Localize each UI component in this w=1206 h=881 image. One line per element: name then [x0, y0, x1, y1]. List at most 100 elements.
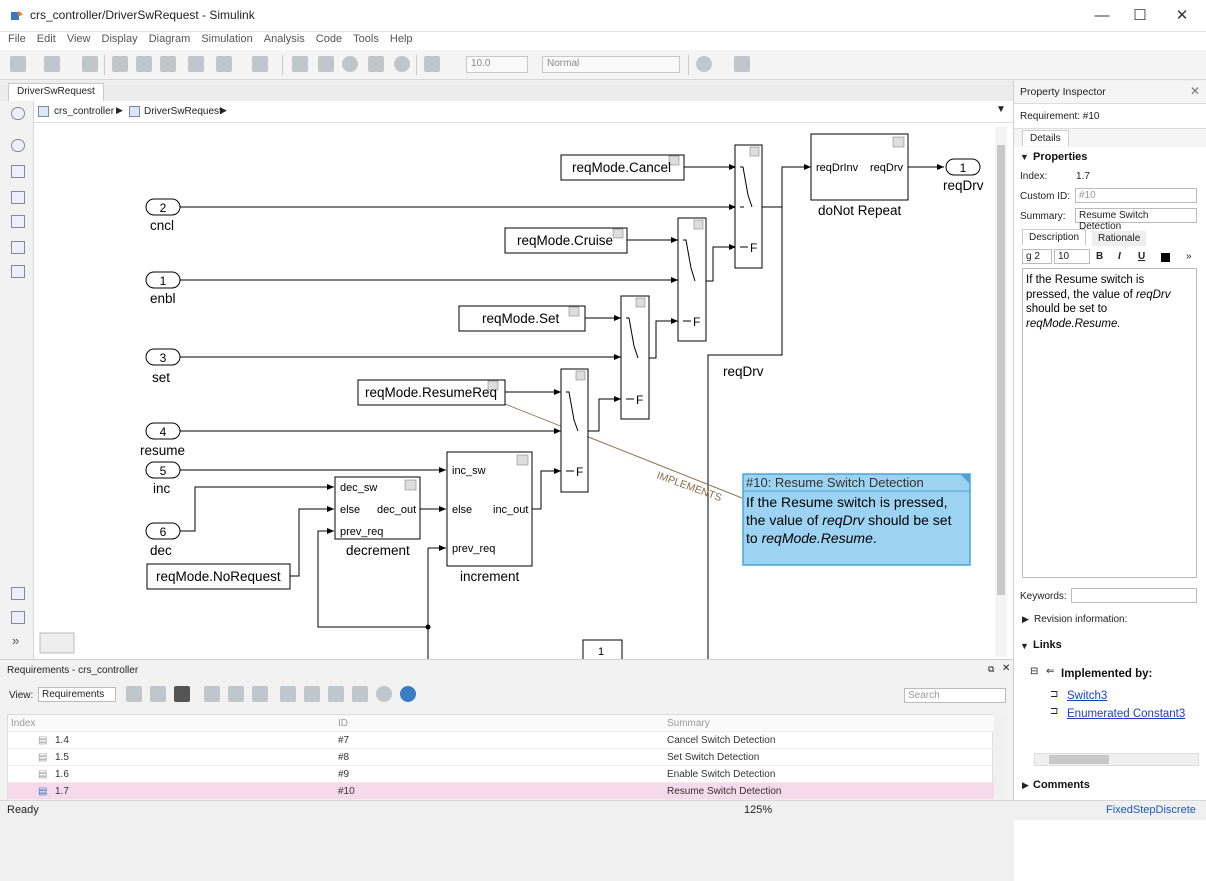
switch-block-4[interactable]: F — [560, 368, 589, 493]
pane-close-icon[interactable]: ✕ — [1002, 663, 1011, 674]
constant-block-resume[interactable]: reqMode.ResumeReq — [357, 379, 506, 406]
breadcrumb-dropdown-icon[interactable]: ▼ — [996, 104, 1006, 115]
switch-block-3[interactable]: F — [620, 295, 650, 420]
column-summary[interactable]: Summary — [667, 718, 710, 729]
menu-edit[interactable]: Edit — [36, 33, 56, 45]
save-icon[interactable] — [174, 686, 190, 702]
bold-icon[interactable]: B — [1096, 251, 1104, 262]
table-scrollbar[interactable] — [994, 715, 1006, 802]
camera-icon[interactable] — [11, 587, 25, 600]
text-color-icon[interactable] — [1161, 253, 1170, 262]
expand-chevron-icon[interactable]: ▶ — [1022, 780, 1029, 790]
table-row[interactable]: ▤ 1.6 #9 Enable Switch Detection — [8, 766, 994, 783]
menu-simulation[interactable]: Simulation — [201, 33, 253, 45]
breadcrumb-child[interactable]: DriverSwRequest — [144, 106, 222, 117]
switch-block-1[interactable]: F — [734, 144, 763, 269]
table-row[interactable]: ▤ 1.4 #7 Cancel Switch Detection — [8, 732, 994, 749]
view-select[interactable]: Requirements — [38, 687, 116, 702]
model-advisor-icon[interactable] — [696, 56, 712, 72]
inport-resume[interactable]: 4 resume — [140, 422, 185, 458]
model-config-icon[interactable] — [216, 56, 232, 72]
tab-details[interactable]: Details — [1022, 130, 1069, 146]
partial-block[interactable]: 1 — [582, 639, 623, 659]
build-icon[interactable] — [734, 56, 750, 72]
constant-block-norequest[interactable]: reqMode.NoRequest — [146, 563, 291, 590]
underline-icon[interactable]: U — [1138, 251, 1146, 262]
tab-description[interactable]: Description — [1022, 229, 1087, 245]
canvas-scrollbar-thumb[interactable] — [997, 145, 1005, 595]
run-icon[interactable] — [342, 56, 358, 72]
delete-icon[interactable] — [352, 686, 368, 702]
decrement-subsystem[interactable]: dec_sw else prev_req dec_out decrement — [334, 476, 421, 558]
add-child-icon[interactable] — [204, 686, 220, 702]
menu-file[interactable]: File — [8, 33, 26, 45]
summary-input[interactable]: Resume Switch Detection — [1075, 208, 1197, 232]
customid-input[interactable]: #10 — [1075, 188, 1197, 203]
settings-icon[interactable] — [376, 686, 392, 702]
model-browser-toggle-icon[interactable] — [39, 632, 75, 654]
more-tools-icon[interactable]: » — [1186, 251, 1192, 262]
minimize-button[interactable]: — — [1094, 7, 1110, 24]
menu-code[interactable]: Code — [315, 33, 343, 45]
menu-diagram[interactable]: Diagram — [148, 33, 191, 45]
keywords-input[interactable] — [1071, 588, 1197, 603]
add-requirement-icon[interactable] — [126, 686, 142, 702]
open-icon[interactable] — [44, 56, 60, 72]
stop-icon[interactable] — [394, 56, 410, 72]
font-face-select[interactable]: g 2 — [1022, 249, 1052, 264]
collapse-box-icon[interactable]: ⊟ — [1030, 666, 1039, 677]
inport-enbl[interactable]: 1 enbl — [145, 271, 181, 306]
save-icon[interactable] — [82, 56, 98, 72]
donotrepeat-subsystem[interactable]: reqDrInv reqDrv doNot Repeat — [810, 133, 909, 218]
up-arrow-icon[interactable] — [160, 56, 176, 72]
column-index[interactable]: Index — [11, 718, 36, 729]
promote-icon[interactable] — [228, 686, 244, 702]
table-row-selected[interactable]: ▤ 1.7 #10 Resume Switch Detection — [8, 783, 994, 800]
solver-link[interactable]: FixedStepDiscrete — [1106, 804, 1196, 816]
inspector-close-icon[interactable]: ✕ — [1190, 84, 1201, 98]
hide-explorer-icon[interactable] — [11, 107, 25, 120]
font-size-select[interactable]: 10 — [1054, 249, 1090, 264]
new-model-icon[interactable] — [10, 56, 26, 72]
links-hscrollbar[interactable] — [1034, 753, 1199, 766]
forward-arrow-icon[interactable] — [136, 56, 152, 72]
model-canvas[interactable]: IMPLEMENTS reqMode.Cancel reqMode.Cruise… — [34, 123, 1013, 659]
stop-time-input[interactable]: 10.0 — [466, 56, 528, 73]
collapse-chevron-icon[interactable]: ▼ — [1020, 641, 1029, 651]
cut-icon[interactable] — [280, 686, 296, 702]
constant-block-cancel[interactable]: reqMode.Cancel — [560, 154, 685, 181]
expand-chevron-icon[interactable]: » — [12, 633, 20, 648]
link-enumerated-constant3[interactable]: Enumerated Constant3 — [1067, 708, 1186, 720]
library-browser-icon[interactable] — [188, 56, 204, 72]
description-editor[interactable]: If the Resume switch is pressed, the val… — [1022, 268, 1197, 578]
breadcrumb-root[interactable]: crs_controller — [54, 106, 115, 117]
requirement-callout[interactable]: #10: Resume Switch Detection If the Resu… — [742, 473, 971, 566]
undock-icon[interactable]: ⧉ — [988, 664, 995, 674]
table-row[interactable]: ▤ 1.5 #8 Set Switch Detection — [8, 749, 994, 766]
inport-cncl[interactable]: 2 cncl — [145, 198, 181, 233]
italic-icon[interactable]: I — [1118, 251, 1121, 262]
scope-icon[interactable] — [424, 56, 440, 72]
outport-reqdrv[interactable]: 1 reqDrv — [943, 158, 984, 193]
image-icon[interactable] — [11, 241, 25, 254]
constant-block-cruise[interactable]: reqMode.Cruise — [504, 227, 628, 254]
menu-help[interactable]: Help — [389, 33, 413, 45]
copy-icon[interactable] — [304, 686, 320, 702]
step-forward-icon[interactable] — [368, 56, 384, 72]
tab-driverswrequest[interactable]: DriverSwRequest — [8, 83, 104, 101]
demote-icon[interactable] — [252, 686, 268, 702]
annotation-icon[interactable] — [11, 215, 25, 228]
model-browser-icon[interactable] — [11, 611, 25, 624]
menu-tools[interactable]: Tools — [353, 33, 379, 45]
collapse-chevron-icon[interactable]: ▼ — [1020, 152, 1029, 162]
menu-analysis[interactable]: Analysis — [263, 33, 305, 45]
step-back-one-icon[interactable] — [318, 56, 334, 72]
arrow-icon[interactable] — [11, 191, 25, 204]
menu-view[interactable]: View — [66, 33, 91, 45]
tab-rationale[interactable]: Rationale — [1092, 231, 1147, 246]
requirements-search-input[interactable]: Search — [904, 688, 1006, 703]
zoom-icon[interactable] — [11, 139, 25, 152]
inport-dec[interactable]: 6 dec — [145, 522, 181, 558]
open-folder-icon[interactable] — [150, 686, 166, 702]
paste-icon[interactable] — [328, 686, 344, 702]
